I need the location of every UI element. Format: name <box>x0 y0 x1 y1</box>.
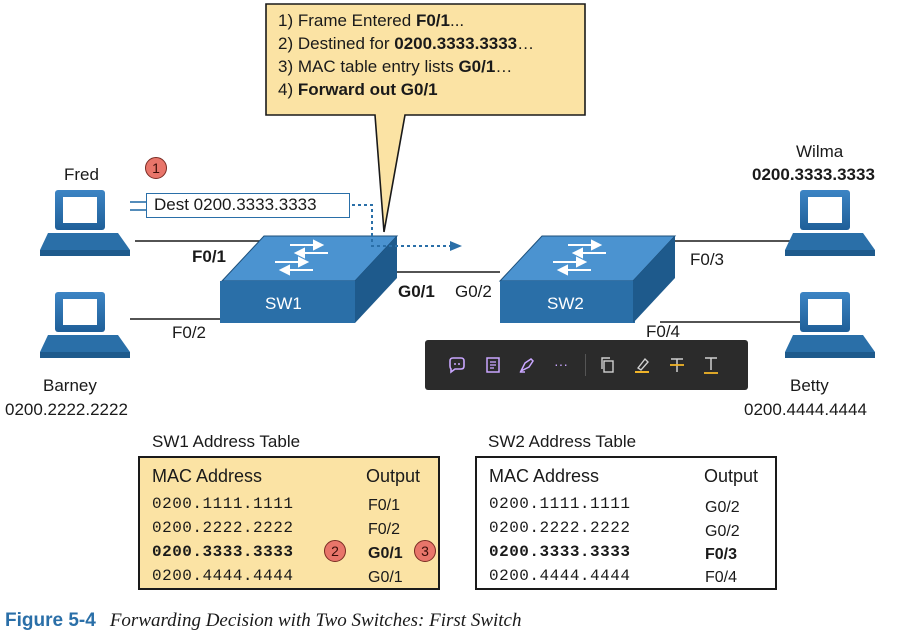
table-row-output: G0/1 <box>368 569 403 586</box>
notebook-icon[interactable] <box>483 355 503 375</box>
table-row-mac: 0200.4444.4444 <box>152 567 294 585</box>
highlighter-icon[interactable] <box>632 355 652 375</box>
switch-sw1-label: SW1 <box>265 294 302 313</box>
table-row-mac: 0200.1111.1111 <box>152 495 294 513</box>
callout-line-1: 1) Frame Entered F0/1... <box>278 11 465 30</box>
table-row-output: G0/2 <box>705 523 740 540</box>
switch-sw2 <box>498 235 677 323</box>
sw1-table-title: SW1 Address Table <box>152 432 301 451</box>
strikethrough-icon[interactable] <box>667 355 687 375</box>
pc-barney <box>40 292 130 358</box>
sw2-col-output: Output <box>704 466 759 486</box>
sw2-table-title: SW2 Address Table <box>488 432 637 451</box>
pc-wilma <box>785 190 875 256</box>
port-sw2-g02: G0/2 <box>455 282 492 301</box>
host-barney-mac: 0200.2222.2222 <box>5 400 128 419</box>
sw2-address-table: MAC Address Output 0200.1111.1111 G0/2 0… <box>475 456 777 590</box>
table-row-mac: 0200.4444.4444 <box>489 567 631 585</box>
figure-caption: Figure 5-4 Forwarding Decision with Two S… <box>5 610 522 632</box>
table-row-output: F0/1 <box>368 497 401 514</box>
host-betty-name: Betty <box>790 376 829 395</box>
table-row-mac-highlighted: 0200.3333.3333 <box>152 543 294 561</box>
port-sw1-f01: F0/1 <box>192 247 227 266</box>
sw1-col-mac: MAC Address <box>152 466 263 486</box>
host-fred-name: Fred <box>64 165 99 184</box>
host-barney-name: Barney <box>43 376 97 395</box>
sw2-col-mac: MAC Address <box>489 466 600 486</box>
port-sw1-g01: G0/1 <box>398 282 435 301</box>
table-row-output-highlighted: G0/1 <box>368 545 403 562</box>
table-row-output-highlighted: F0/3 <box>705 546 738 563</box>
figure-label: Figure 5-4 <box>5 610 96 631</box>
table-row-output: F0/2 <box>368 521 401 538</box>
toolbar-divider <box>585 354 586 376</box>
callout-bubble <box>265 3 586 233</box>
pc-betty <box>785 292 875 358</box>
callout-text: 1) Frame Entered F0/1... 2) Destined for… <box>278 9 534 101</box>
table-row-mac: 0200.2222.2222 <box>489 519 631 537</box>
callout-line-4: 4) Forward out G0/1 <box>278 80 438 99</box>
sw1-address-table: MAC Address Output 0200.1111.1111 F0/1 0… <box>138 456 440 590</box>
port-sw2-f04: F0/4 <box>646 322 681 341</box>
more-icon[interactable]: ··· <box>554 356 568 372</box>
table-row-output: G0/2 <box>705 499 740 516</box>
frame-arrowhead <box>450 241 462 251</box>
port-sw2-f03: F0/3 <box>690 250 725 269</box>
port-sw1-f02: F0/2 <box>172 323 207 342</box>
host-wilma-name: Wilma <box>796 142 844 161</box>
pc-fred <box>40 190 130 256</box>
frame-dest-label: Dest 0200.3333.3333 <box>146 193 350 218</box>
callout-line-2: 2) Destined for 0200.3333.3333… <box>278 34 535 53</box>
step-badge-2: 2 <box>324 540 346 562</box>
step-badge-1: 1 <box>145 157 167 179</box>
figure-title: Forwarding Decision with Two Switches: F… <box>109 610 522 631</box>
callout-line-3: 3) MAC table entry lists G0/1… <box>278 57 513 76</box>
host-wilma-mac: 0200.3333.3333 <box>752 165 875 184</box>
copy-icon[interactable] <box>597 355 617 375</box>
table-row-output: F0/4 <box>705 569 738 586</box>
switch-sw2-label: SW2 <box>547 294 584 313</box>
annotation-toolbar: ··· <box>425 340 748 390</box>
step-badge-3: 3 <box>414 540 436 562</box>
underline-icon[interactable] <box>701 355 721 375</box>
chat-bubble-icon[interactable] <box>447 355 467 375</box>
switch-sw1 <box>220 235 399 323</box>
sw1-col-output: Output <box>366 466 421 486</box>
table-row-mac-highlighted: 0200.3333.3333 <box>489 543 631 561</box>
table-row-mac: 0200.1111.1111 <box>489 495 631 513</box>
pen-nib-icon[interactable] <box>517 355 537 375</box>
host-betty-mac: 0200.4444.4444 <box>744 400 867 419</box>
table-row-mac: 0200.2222.2222 <box>152 519 294 537</box>
